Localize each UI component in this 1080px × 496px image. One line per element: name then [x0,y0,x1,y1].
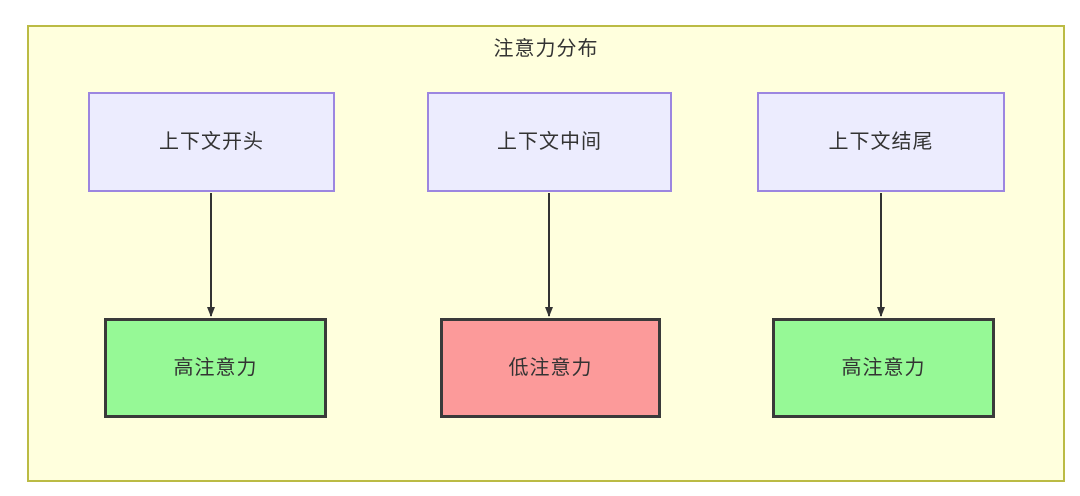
node-attn-high-right[interactable]: 高注意力 [772,318,995,418]
node-label: 高注意力 [173,357,258,379]
node-attn-low-middle[interactable]: 低注意力 [440,318,661,418]
node-label: 上下文结尾 [828,131,934,153]
node-label: 低注意力 [508,357,593,379]
subgraph-title: 注意力分布 [493,38,599,60]
node-label: 上下文开头 [159,131,264,153]
node-attn-high-left[interactable]: 高注意力 [104,318,327,418]
node-ctx-start[interactable]: 上下文开头 [88,92,335,192]
node-label: 上下文中间 [497,131,602,153]
node-label: 高注意力 [841,357,926,379]
node-ctx-end[interactable]: 上下文结尾 [757,92,1005,192]
node-ctx-middle[interactable]: 上下文中间 [427,92,672,192]
